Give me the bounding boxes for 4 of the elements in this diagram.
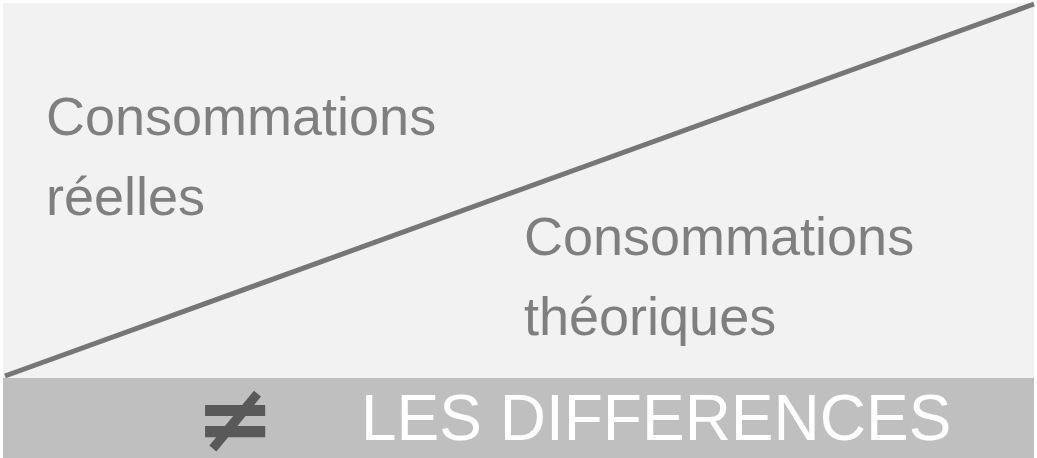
banner-title: LES DIFFERENCES (361, 382, 952, 454)
banner-band (3, 378, 1034, 458)
region-label: Consommations théoriques (524, 205, 916, 348)
not-equal-sign: ≠ (195, 370, 276, 458)
